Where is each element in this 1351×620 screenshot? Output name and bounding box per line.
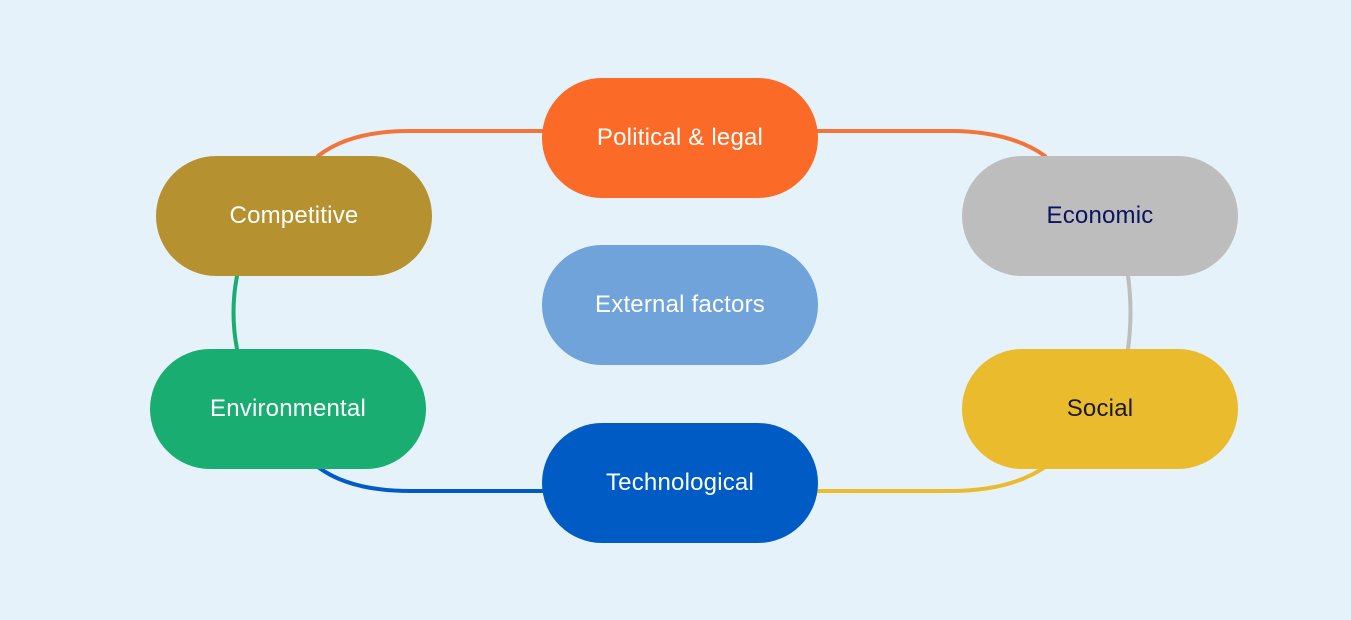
technological-node: Technological <box>542 423 818 543</box>
connector-technological-environmental <box>316 465 544 493</box>
external-factors-label: External factors <box>595 291 765 318</box>
environmental-label: Environmental <box>209 395 366 422</box>
competitive-node: Competitive <box>156 156 432 276</box>
connector-economic-social <box>1126 274 1133 351</box>
social-label: Social <box>1066 395 1134 422</box>
environmental-node: Environmental <box>150 349 426 469</box>
competitive-label: Competitive <box>229 202 359 229</box>
connector-competitive-political <box>316 129 544 158</box>
economic-label: Economic <box>1046 202 1154 229</box>
connector-social-technological <box>816 465 1047 493</box>
technological-label: Technological <box>605 469 755 496</box>
economic-node: Economic <box>962 156 1238 276</box>
political-legal-node: Political & legal <box>542 78 818 198</box>
external-factors-node: External factors <box>542 245 818 365</box>
political-legal-label: Political & legal <box>596 124 764 151</box>
connector-environmental-competitive <box>231 274 239 351</box>
connector-political-economic <box>816 129 1047 158</box>
social-node: Social <box>962 349 1238 469</box>
